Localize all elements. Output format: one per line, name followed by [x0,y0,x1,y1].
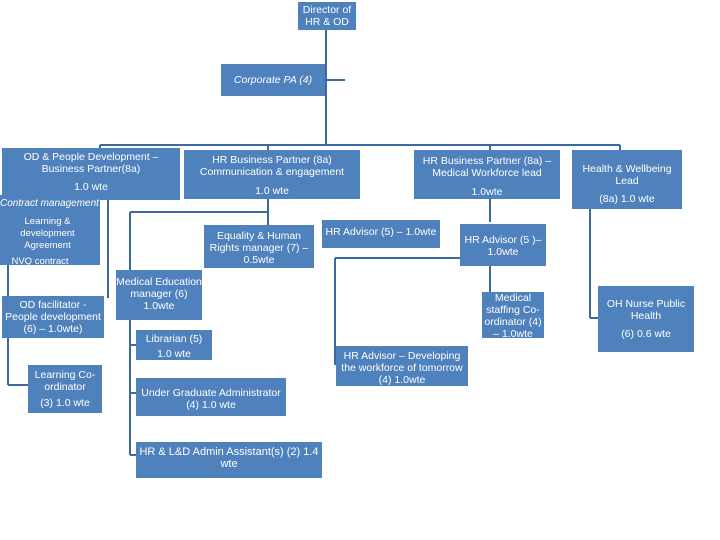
hr-advisor-dev-box: HR Advisor – Developing the workforce of… [336,346,468,386]
hr-advisor-dev-label: HR Advisor – Developing the workforce of… [341,350,463,386]
health-wte: (8a) 1.0 wte [599,193,655,205]
oh-nurse-box: OH Nurse Public Health (6) 0.6 wte [598,286,694,352]
health-box: Health & Wellbeing Lead (8a) 1.0 wte [572,150,682,209]
oh-nurse-wte: (6) 0.6 wte [621,328,671,340]
librarian-wte: 1.0 wte [157,348,191,360]
director-label: Director of HR & OD [302,4,352,28]
undergrad-box: Under Graduate Administrator (4) 1.0 wte [136,378,286,416]
od-facilitator-box: OD facilitator - People development (6) … [2,296,104,338]
corporate-pa-box: Corporate PA (4) [221,64,325,96]
learning-agreement-label: Learning & development Agreement [20,216,75,251]
admin-assistant-box: HR & L&D Admin Assistant(s) (2) 1.4 wte [136,442,322,478]
health-title: Health & Wellbeing Lead [582,163,672,187]
equality-box: Equality & Human Rights manager (7) – 0.… [204,225,314,268]
hr-medical-wte: 1.0wte [471,186,503,198]
contract-box: Contract management Learning & developme… [0,195,100,265]
hr-comm-box: HR Business Partner (8a) Communication &… [184,150,360,199]
medical-staffing-box: Medical staffing Co-ordinator (4) – 1.0w… [482,292,544,338]
medical-education-label: Medical Education manager (6) 1.0wte [116,276,202,312]
od-people-title: OD & People Development – Business Partn… [23,151,159,175]
hr-comm-title: HR Business Partner (8a) Communication &… [199,154,345,178]
od-people-box: OD & People Development – Business Partn… [2,148,180,200]
corporate-pa-label: Corporate PA (4) [233,74,313,86]
hr-medical-title: HR Business Partner (8a) – Medical Workf… [422,155,552,179]
od-facilitator-label: OD facilitator - People development (6) … [5,299,101,335]
librarian-title: Librarian (5) [145,333,203,345]
director-box: Director of HR & OD [298,2,356,30]
learning-coord-wte: (3) 1.0 wte [40,397,90,409]
librarian-box: Librarian (5) 1.0 wte [136,330,212,360]
equality-label: Equality & Human Rights manager (7) – 0.… [209,230,309,266]
od-people-wte: 1.0 wte [74,181,108,193]
learning-coord-box: Learning Co-ordinator (3) 1.0 wte [28,365,102,413]
hr-advisor-1-box: HR Advisor (5) – 1.0wte [322,220,440,248]
hr-advisor-2-label: HR Advisor (5 )– 1.0wte [464,234,542,258]
oh-nurse-title: OH Nurse Public Health [606,298,686,322]
contract-label: Contract management [0,198,99,209]
medical-education-box: Medical Education manager (6) 1.0wte [116,270,202,320]
nvq-label: NVQ contract [11,256,69,265]
admin-assistant-label: HR & L&D Admin Assistant(s) (2) 1.4 wte [139,446,319,470]
undergrad-label: Under Graduate Administrator (4) 1.0 wte [141,387,281,411]
medical-staffing-label: Medical staffing Co-ordinator (4) – 1.0w… [484,292,542,338]
hr-advisor-2-box: HR Advisor (5 )– 1.0wte [460,224,546,266]
hr-comm-wte: 1.0 wte [255,185,289,197]
hr-medical-box: HR Business Partner (8a) – Medical Workf… [414,150,560,199]
hr-advisor-1-label: HR Advisor (5) – 1.0wte [325,226,437,238]
learning-coord-title: Learning Co-ordinator [34,369,96,393]
